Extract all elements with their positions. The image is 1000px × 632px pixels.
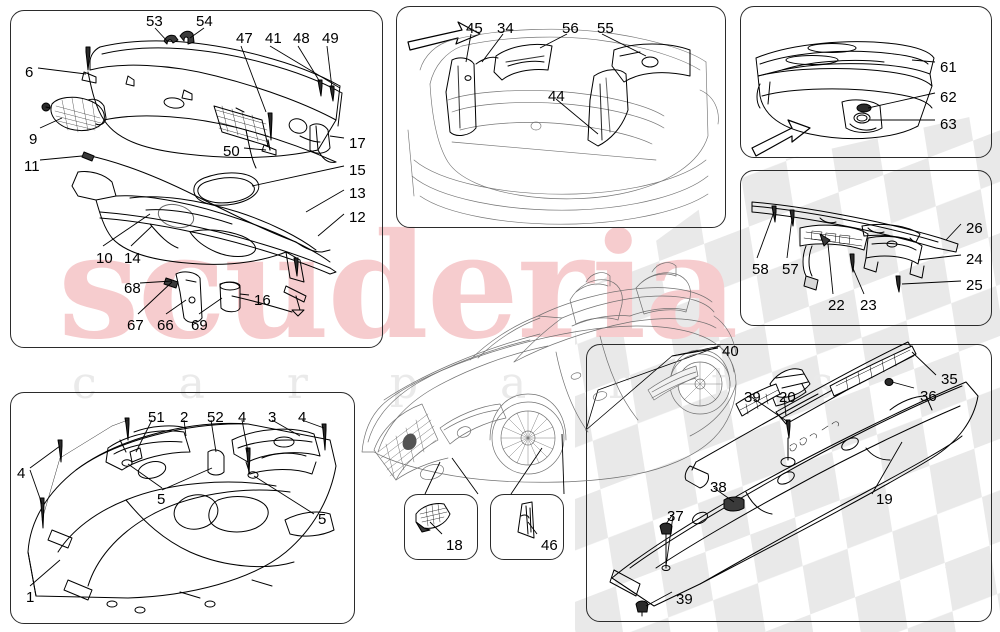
- part-label-4-top-left: 4: [238, 409, 247, 426]
- sill-trim-art: [585, 341, 979, 617]
- part-label-56: 56: [562, 20, 579, 37]
- part-label-20: 20: [779, 389, 796, 406]
- underbody-shield-art: [27, 417, 337, 614]
- part-label-5-left: 5: [157, 491, 166, 508]
- trunk-trim-art: [407, 21, 719, 225]
- part-label-3: 3: [268, 409, 277, 426]
- part-label-39-upper: 39: [744, 389, 761, 406]
- part-label-4-left: 4: [17, 465, 26, 482]
- part-label-22: 22: [828, 297, 845, 314]
- part-label-49: 49: [322, 30, 339, 47]
- panel-underbody-shields: [10, 392, 355, 624]
- part-label-23: 23: [860, 297, 877, 314]
- part-label-41: 41: [265, 30, 282, 47]
- part-label-36: 36: [920, 388, 937, 405]
- part-label-69: 69: [191, 317, 208, 334]
- part-label-9: 9: [29, 131, 38, 148]
- part-label-62: 62: [940, 89, 957, 106]
- part-label-19: 19: [876, 491, 893, 508]
- part-label-58: 58: [752, 261, 769, 278]
- part-label-55: 55: [597, 20, 614, 37]
- part-label-51: 51: [148, 409, 165, 426]
- part-label-1: 1: [26, 589, 35, 606]
- part-label-53: 53: [146, 13, 163, 30]
- part-label-39-lower: 39: [676, 591, 693, 608]
- part-label-37: 37: [667, 508, 684, 525]
- part-label-50: 50: [223, 143, 240, 160]
- part-label-26: 26: [966, 220, 983, 237]
- part-label-13: 13: [349, 185, 366, 202]
- part-label-24: 24: [966, 251, 983, 268]
- panel-callout-46: [490, 494, 564, 560]
- part-label-10: 10: [96, 250, 113, 267]
- part-label-44: 44: [548, 88, 565, 105]
- part-label-14: 14: [124, 250, 141, 267]
- part-label-16: 16: [254, 292, 271, 309]
- part-label-68: 68: [124, 280, 141, 297]
- part-label-15: 15: [349, 162, 366, 179]
- part-label-12: 12: [349, 209, 366, 226]
- part-label-25: 25: [966, 277, 983, 294]
- part-label-6: 6: [25, 64, 34, 81]
- part-label-2: 2: [180, 409, 189, 426]
- part-label-38: 38: [710, 479, 727, 496]
- part-label-63: 63: [940, 116, 957, 133]
- panel-cowl-assembly: [10, 10, 383, 348]
- part-label-52: 52: [207, 409, 224, 426]
- part-label-5-right: 5: [318, 511, 327, 528]
- parcel-shelf-art: [751, 41, 935, 157]
- part-label-35: 35: [941, 371, 958, 388]
- panel-callout-18: [404, 494, 478, 560]
- part-label-40: 40: [722, 343, 739, 360]
- part-label-61: 61: [940, 59, 957, 76]
- roll-bar-trim-art: [751, 201, 959, 293]
- part-label-4-top-right: 4: [298, 409, 307, 426]
- cowl-assembly-art: [41, 30, 343, 323]
- part-label-17: 17: [349, 135, 366, 152]
- part-label-66: 66: [157, 317, 174, 334]
- part-label-46: 46: [541, 537, 558, 554]
- part-label-57: 57: [782, 261, 799, 278]
- callout-detail-art: [415, 501, 535, 539]
- part-label-34: 34: [497, 20, 514, 37]
- part-label-54: 54: [196, 13, 213, 30]
- part-label-45: 45: [466, 20, 483, 37]
- part-label-11: 11: [24, 158, 40, 175]
- part-label-18: 18: [446, 537, 463, 554]
- part-label-47: 47: [236, 30, 253, 47]
- maserati-grancabrio-illustration: [361, 262, 737, 483]
- part-label-67: 67: [127, 317, 144, 334]
- part-label-48: 48: [293, 30, 310, 47]
